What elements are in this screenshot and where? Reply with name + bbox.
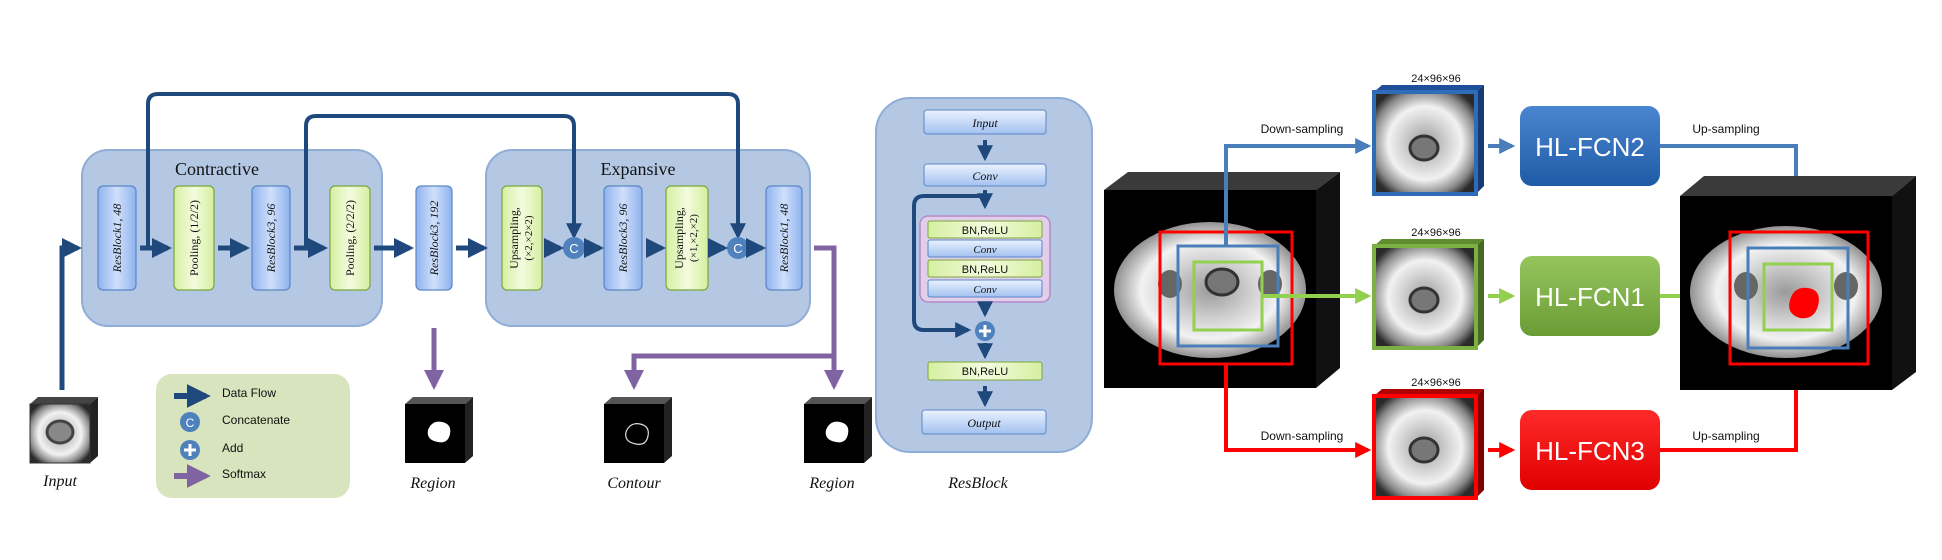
roi-box-green-right [1762,262,1834,332]
resblock-add-circle [975,321,995,341]
svg-text:Conv: Conv [973,284,996,296]
expansive-title: Expansive [601,159,676,179]
down-sampling-label-bottom: Down-sampling [1261,429,1344,443]
svg-text:Input: Input [971,116,998,130]
region-image-2 [804,397,872,463]
size-label-top: 24×96×96 [1411,73,1461,85]
hl-fcn2-box: HL-FCN2 [1520,106,1660,186]
resblock-output-box: Output [921,409,1047,435]
block-pooling-1: Pooling, (1/2/2) [173,185,215,291]
resblock-input-box: Input [923,109,1047,135]
legend-concatenate-icon: C [180,412,200,432]
resblock-bn-relu-3: BN,ReLU [927,361,1043,381]
svg-text:Conv: Conv [973,244,996,256]
svg-text:ResBlock3, 192: ResBlock3, 192 [427,201,441,277]
svg-text:Upsampling,: Upsampling, [672,207,686,269]
legend-add-icon [180,440,200,460]
resblock-conv-box: Conv [923,163,1047,187]
segmentation-mask [1789,287,1819,319]
svg-text:ResBlock1, 48: ResBlock1, 48 [777,204,791,274]
size-label-bottom: 24×96×96 [1411,377,1461,389]
roi-box-blue-right [1746,246,1850,350]
svg-text:HL-FCN1: HL-FCN1 [1535,282,1645,312]
svg-text:ResBlock1, 48: ResBlock1, 48 [110,204,124,274]
block-resblock1-a: ResBlock1, 48 [97,185,137,291]
data-flow-arrows [59,238,766,390]
down-sampling-arrow-top [1224,138,1372,246]
svg-text:BN,ReLU: BN,ReLU [962,366,1009,378]
svg-text:BN,ReLU: BN,ReLU [962,225,1009,237]
region-label-1: Region [409,475,455,492]
resblock-bn-relu-2: BN,ReLU [927,259,1043,278]
resblock-caption: ResBlock [947,475,1008,492]
contour-label: Contour [607,475,661,492]
resblock-bn-relu-1: BN,ReLU [927,220,1043,239]
patch-cube-bottom [1372,389,1484,500]
input-image [29,397,98,464]
concat-circle-1: C [563,237,585,259]
hl-fcn1-box: HL-FCN1 [1520,256,1660,336]
size-label-mid: 24×96×96 [1411,227,1461,239]
region-label-2: Region [808,475,854,492]
resblock-conv-1: Conv [927,239,1043,258]
svg-text:Upsampling,: Upsampling, [507,207,521,269]
contour-image [604,397,672,463]
hl-fcn3-box: HL-FCN3 [1520,410,1660,490]
legend-concatenate-label: Concatenate [222,413,290,427]
svg-text:Pooling, (1/2/2): Pooling, (1/2/2) [187,200,201,276]
region-image-1 [405,397,473,463]
skip-connection-outer [146,92,746,250]
cascade-section: Down-sampling 24×96×96 HL-FCN2 Up-sampli… [1104,73,1916,500]
down-sampling-arrow-bottom [1224,364,1372,458]
svg-text:HL-FCN3: HL-FCN3 [1535,436,1645,466]
svg-text:HL-FCN2: HL-FCN2 [1535,132,1645,162]
legend-data-flow-label: Data Flow [222,386,276,400]
roi-box-red-right [1728,230,1870,366]
block-resblock1-b: ResBlock1, 48 [765,185,803,291]
svg-text:C: C [733,241,742,256]
down-sampling-label-top: Down-sampling [1261,122,1344,136]
concat-circle-2: C [727,237,749,259]
svg-text:ResBlock3, 96: ResBlock3, 96 [264,204,278,274]
svg-text:ResBlock3, 96: ResBlock3, 96 [616,204,630,274]
up-sampling-label-bottom: Up-sampling [1692,429,1759,443]
up-sampling-label-top: Up-sampling [1692,122,1759,136]
svg-text:C: C [186,416,195,430]
resblock-conv-2: Conv [927,279,1043,298]
network-section: Contractive Expansive ResBlock1, 48 Pool… [29,92,872,498]
block-resblock3-b: ResBlock3, 192 [415,185,453,291]
skip-connection-inner [304,114,582,250]
resblock-residual-arrow [912,194,985,338]
block-pooling-2: Pooling, (2/2/2) [329,185,371,291]
block-upsampling-2: Upsampling, (×1,×2,×2) [665,185,709,291]
input-volume-cube [1104,172,1340,388]
legend-softmax-label: Softmax [222,467,266,481]
resblock-section: Input Conv BN,ReLU Conv BN,ReLU Conv [875,97,1093,492]
block-resblock3-a: ResBlock3, 96 [251,185,291,291]
output-volume-cube [1680,176,1916,390]
legend: Data Flow C Concatenate Add Softmax [156,374,350,498]
svg-text:Pooling, (2/2/2): Pooling, (2/2/2) [343,200,357,276]
up-sampling-arrow-bottom [1660,366,1804,452]
input-label: Input [42,473,77,490]
patch-cube-mid [1372,239,1484,350]
softmax-arrows [424,245,844,390]
legend-add-label: Add [222,441,243,455]
svg-text:Output: Output [967,416,1001,430]
patch-cube-top [1372,85,1484,196]
svg-text:C: C [569,241,578,256]
svg-text:Conv: Conv [972,169,998,183]
svg-text:BN,ReLU: BN,ReLU [962,264,1009,276]
svg-text:(×1,×2,×2): (×1,×2,×2) [688,214,700,262]
block-resblock3-c: ResBlock3, 96 [603,185,643,291]
block-upsampling-1: Upsampling, (×2,×2×2) [501,185,543,291]
svg-text:(×2,×2×2): (×2,×2×2) [523,215,535,261]
contractive-title: Contractive [175,159,259,179]
